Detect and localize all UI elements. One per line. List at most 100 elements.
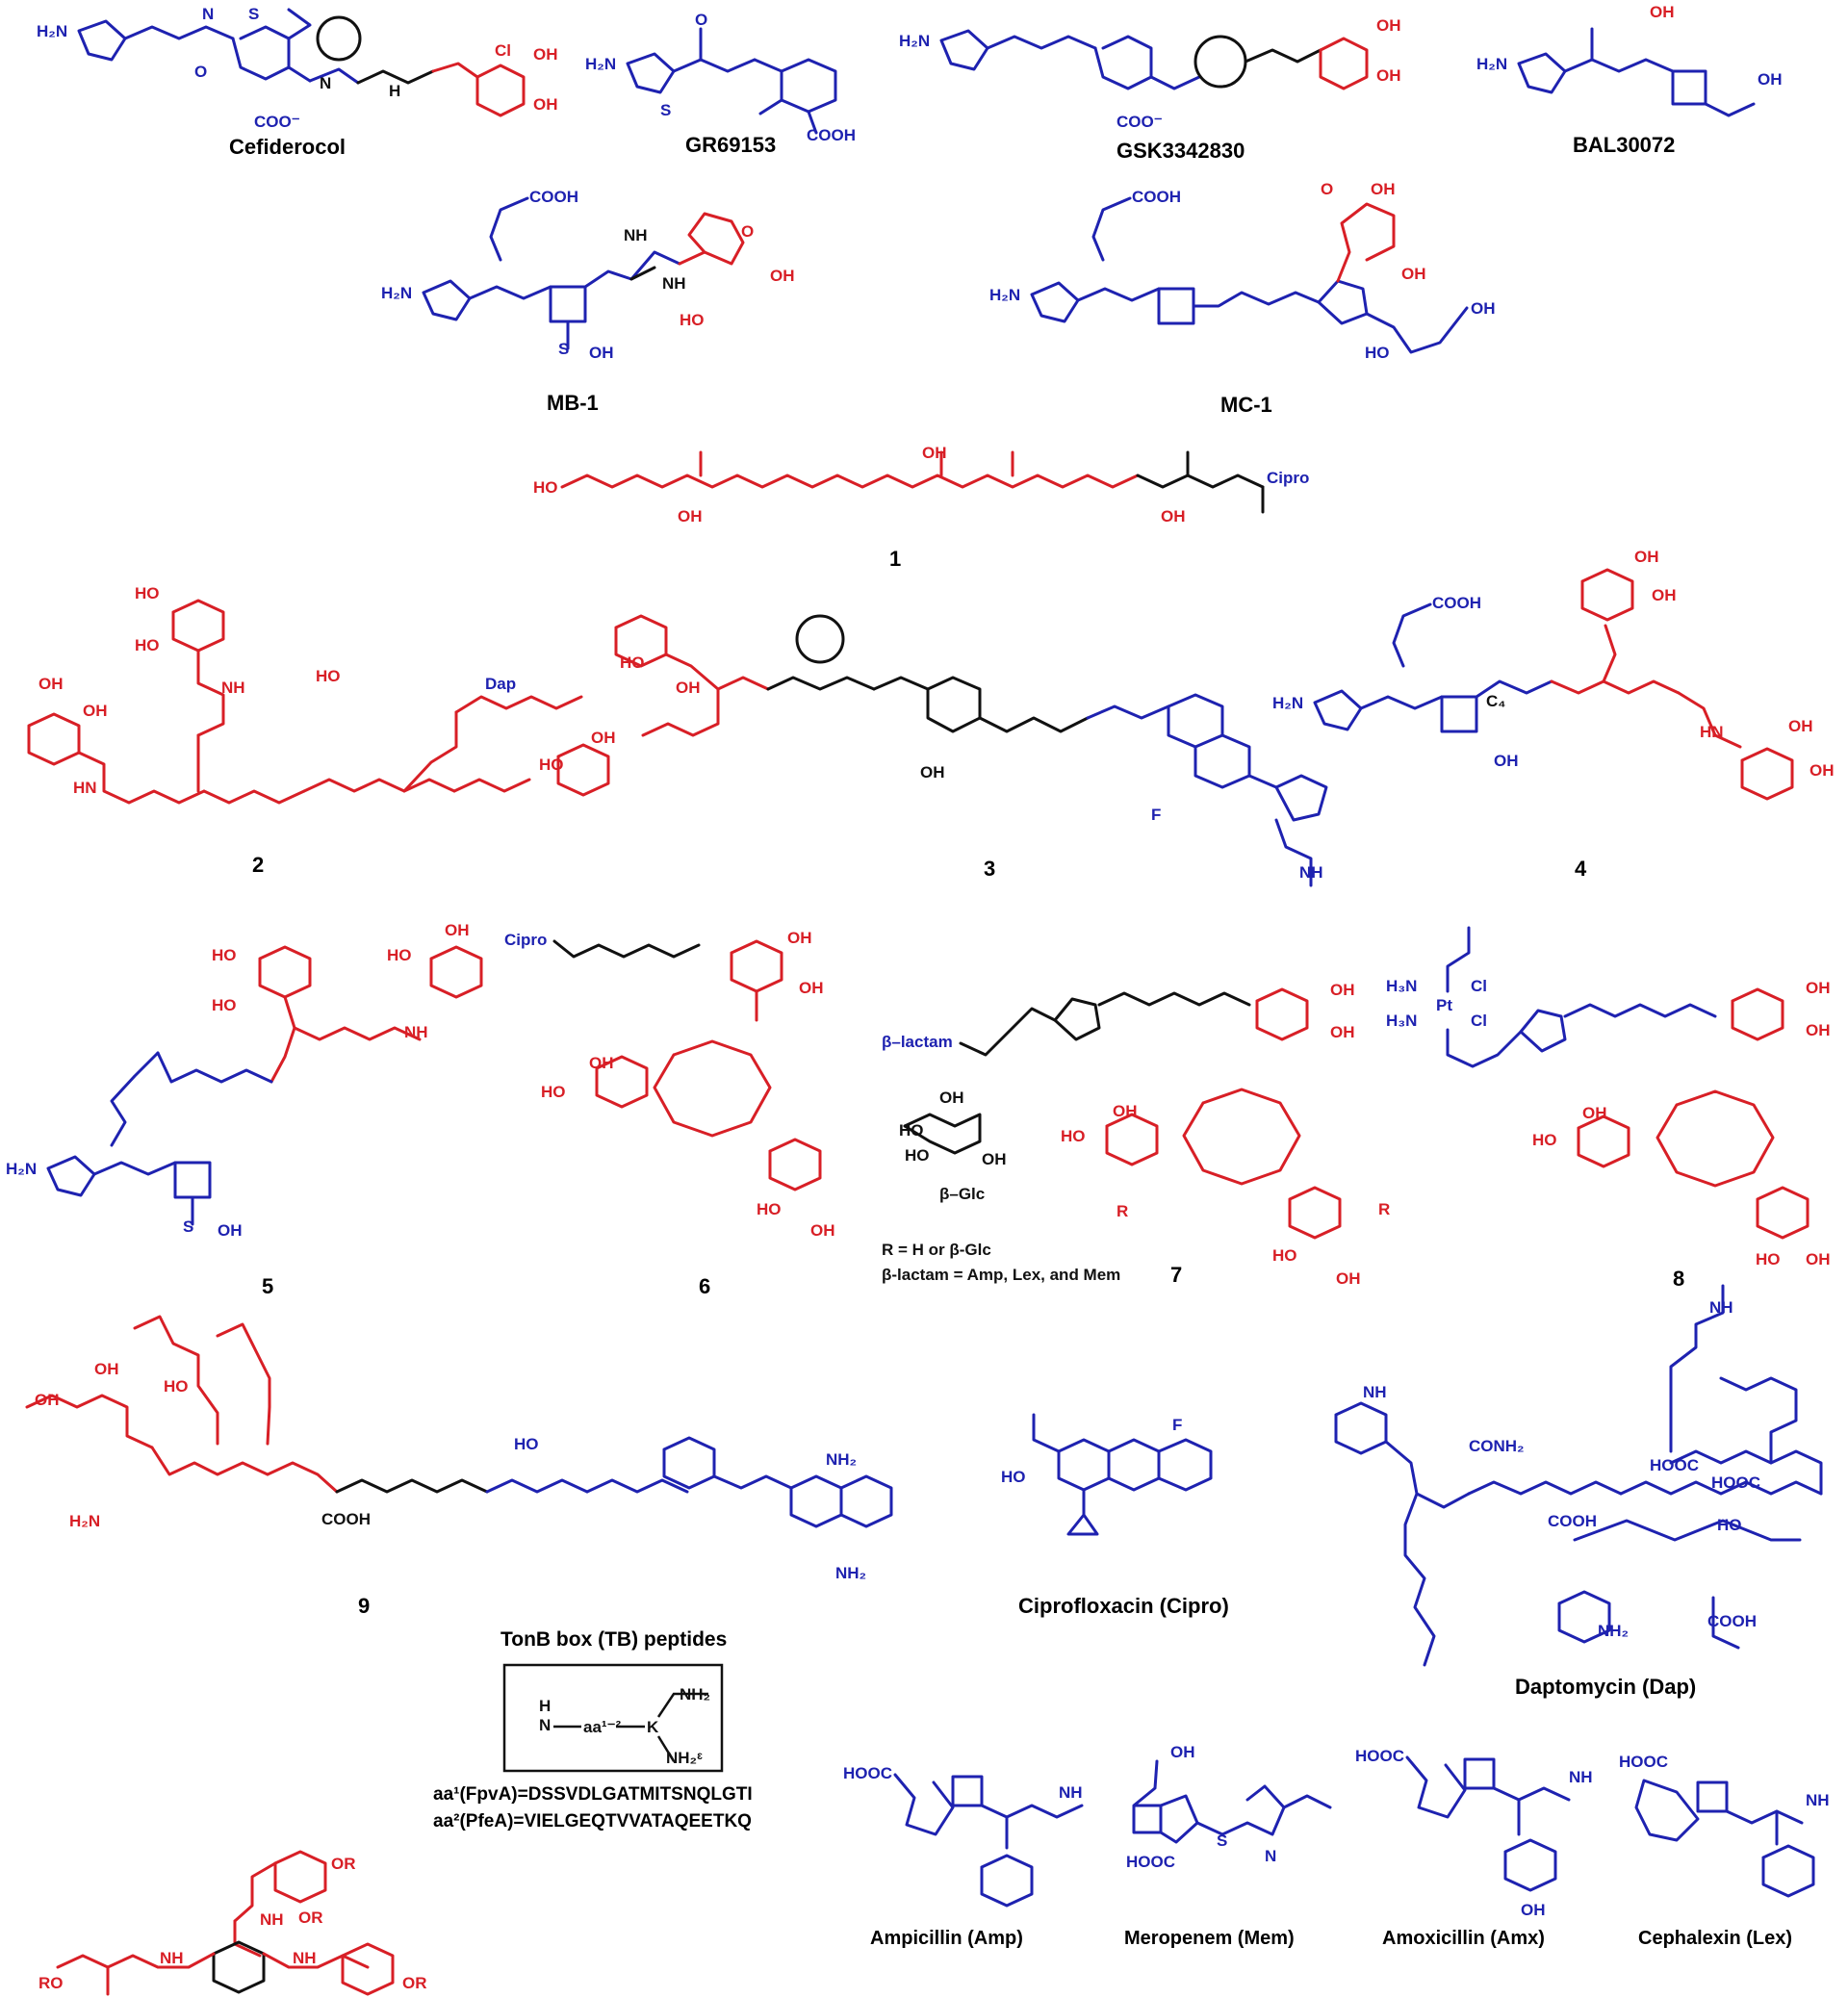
atom-nh2: NH₂ bbox=[835, 1564, 866, 1582]
atom-hn: HN bbox=[1700, 723, 1724, 741]
structure-4: COOH H₂N OH OH OH OH HN C₄ OH 4 bbox=[1272, 548, 1835, 881]
atom-ho: HO bbox=[212, 946, 237, 964]
atom-ho: HO bbox=[899, 1121, 924, 1140]
atom-oh: OH bbox=[1471, 299, 1496, 318]
label-1: 1 bbox=[889, 547, 901, 571]
tonb-box-section: TonB box (TB) peptides N H aa¹⁻² K NH₂ N… bbox=[433, 1628, 753, 1832]
atom-oh: OH bbox=[1788, 717, 1813, 735]
atom-hooc: HOOC bbox=[1355, 1747, 1404, 1765]
atom-oh: OH bbox=[1810, 761, 1835, 780]
tonb-pfea: aa²(PfeA)=VIELGEQTVVATAQEETKQ bbox=[433, 1811, 752, 1832]
atom-cooh: COOH bbox=[1132, 188, 1181, 206]
tonb-nh2-epsilon: NH₂ᵋ bbox=[666, 1749, 703, 1767]
atom-ho: HO bbox=[757, 1200, 782, 1218]
atom-oh: OH bbox=[1330, 1023, 1355, 1041]
atom-oh: OH bbox=[1758, 70, 1783, 89]
atom-oh: OH bbox=[1652, 586, 1677, 604]
note-lactam-definition: β-lactam = Amp, Lex, and Mem bbox=[882, 1266, 1120, 1284]
atom-oh: OH bbox=[1376, 16, 1401, 35]
atom-h2n: H₂N bbox=[1272, 694, 1303, 712]
structure-dap: NH CONH₂ NH HOOC HOOC COOH HO NH₂ COOH D… bbox=[1334, 1284, 1823, 1699]
label-mb1: MB-1 bbox=[547, 391, 599, 415]
atom-oh: OH bbox=[445, 921, 470, 939]
structure-ampicillin: HOOC NH Ampicillin (Amp) bbox=[843, 1764, 1084, 1949]
atom-n: N bbox=[1265, 1847, 1276, 1865]
atom-oh: OH bbox=[1582, 1104, 1607, 1122]
label-5: 5 bbox=[262, 1274, 273, 1298]
atom-oh: OH bbox=[1806, 979, 1831, 997]
atom-h2n: H₂N bbox=[585, 55, 616, 73]
atom-dap-tag: Dap bbox=[485, 675, 516, 693]
atom-oh: OH bbox=[920, 763, 945, 781]
label-6: 6 bbox=[699, 1274, 710, 1298]
atom-h: H bbox=[389, 82, 400, 100]
structure-5: HO HO HO OH NH H₂N S OH 5 bbox=[6, 921, 483, 1298]
atom-oh: OH bbox=[1806, 1021, 1831, 1039]
atom-h2n: H₂N bbox=[37, 22, 67, 40]
atom-cooh: COOH bbox=[529, 188, 578, 206]
label-amoxicillin: Amoxicillin (Amx) bbox=[1382, 1928, 1545, 1949]
structure-gr69153: H₂N O S COOH GR69153 bbox=[585, 11, 856, 157]
label-cipro: Ciprofloxacin (Cipro) bbox=[1018, 1594, 1229, 1618]
atom-s: S bbox=[1217, 1832, 1227, 1850]
atom-oh: OH bbox=[1113, 1102, 1138, 1120]
label-gsk3342830: GSK3342830 bbox=[1116, 139, 1245, 163]
atom-hooc: HOOC bbox=[1711, 1473, 1760, 1492]
label-4: 4 bbox=[1575, 857, 1587, 881]
label-cefiderocol: Cefiderocol bbox=[229, 135, 346, 159]
tonb-aa: aa¹⁻² bbox=[583, 1718, 622, 1736]
atom-ho: HO bbox=[1532, 1131, 1557, 1149]
tonb-fpva: aa¹(FpvA)=DSSVDLGATMITSNQLGTI bbox=[433, 1784, 753, 1805]
atom-hn: HN bbox=[73, 779, 97, 797]
structure-mc1: COOH H₂N O OH OH OH HO MC-1 bbox=[989, 180, 1496, 417]
atom-oh: OH bbox=[94, 1360, 119, 1378]
atom-ho: HO bbox=[1756, 1250, 1781, 1268]
atom-oh: OH bbox=[83, 702, 108, 720]
label-gr69153: GR69153 bbox=[685, 133, 776, 157]
atom-hooc: HOOC bbox=[843, 1764, 892, 1782]
structure-bal30072: H₂N OH OH BAL30072 bbox=[1476, 3, 1783, 157]
atom-oh: OH bbox=[1161, 507, 1186, 525]
atom-oh: OH bbox=[799, 979, 824, 997]
atom-nh: NH bbox=[260, 1910, 284, 1929]
atom-oh: OH bbox=[533, 95, 558, 114]
atom-nh: NH bbox=[1709, 1298, 1733, 1317]
atom-oh: OH bbox=[1401, 265, 1426, 283]
atom-r: R bbox=[1116, 1202, 1128, 1220]
atom-oh: OH bbox=[810, 1221, 835, 1240]
atom-nh: NH bbox=[1569, 1768, 1593, 1786]
tonb-n: N bbox=[539, 1716, 551, 1734]
atom-oh: OH bbox=[1634, 548, 1659, 566]
atom-oh: OH bbox=[1521, 1901, 1546, 1919]
atom-c4: C₄ bbox=[1486, 692, 1505, 710]
atom-cooh: COOH bbox=[1707, 1612, 1757, 1630]
atom-n: N bbox=[320, 74, 331, 92]
atom-oh: OH bbox=[1494, 752, 1519, 770]
label-bal30072: BAL30072 bbox=[1573, 133, 1675, 157]
atom-nh2: NH₂ bbox=[826, 1450, 857, 1469]
atom-oh: OH bbox=[589, 344, 614, 362]
atom-ho: HO bbox=[1061, 1127, 1086, 1145]
label-7: 7 bbox=[1170, 1263, 1182, 1287]
structure-6: Cipro OH OH HO OH HO OH 6 bbox=[504, 929, 835, 1298]
atom-cl: Cl bbox=[495, 41, 511, 60]
atom-oh: OH bbox=[1336, 1269, 1361, 1288]
atom-cipro-tag: Cipro bbox=[504, 931, 547, 949]
structure-gsk3342830: H₂N COO⁻ OH OH GSK3342830 bbox=[899, 16, 1401, 163]
atom-cl: Cl bbox=[1471, 1012, 1487, 1030]
atom-cooh: COOH bbox=[321, 1510, 371, 1528]
atom-s: S bbox=[248, 5, 259, 23]
atom-oh: OH bbox=[922, 444, 947, 462]
label-cephalexin: Cephalexin (Lex) bbox=[1638, 1928, 1792, 1949]
atom-conh2: CONH₂ bbox=[1469, 1437, 1525, 1455]
atom-ho: HO bbox=[316, 667, 341, 685]
atom-h2n: H₂N bbox=[381, 284, 412, 302]
atom-s: S bbox=[558, 340, 569, 358]
atom-o: O bbox=[1321, 180, 1333, 198]
atom-oh: OH bbox=[982, 1150, 1007, 1168]
atom-h3n: H₃N bbox=[1386, 1012, 1417, 1030]
atom-ho: HO bbox=[164, 1377, 189, 1396]
atom-nh: NH bbox=[293, 1949, 317, 1967]
atom-nh: NH bbox=[221, 679, 245, 697]
atom-cooh: COOH bbox=[807, 126, 856, 144]
